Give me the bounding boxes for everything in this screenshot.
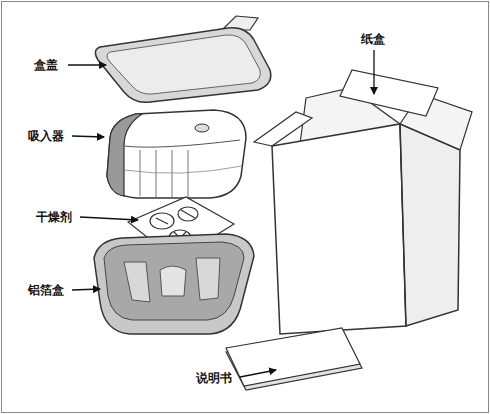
inhaler bbox=[107, 110, 246, 198]
part-label: 盒盖 bbox=[34, 58, 58, 72]
paper-box bbox=[254, 70, 472, 334]
part-label: 铝箔盒 bbox=[28, 283, 64, 297]
lid bbox=[95, 16, 270, 102]
part-label: 干燥剂 bbox=[36, 210, 72, 224]
part-label: 吸入器 bbox=[28, 129, 64, 143]
manual bbox=[226, 328, 362, 390]
foil-tray bbox=[94, 234, 254, 334]
part-label: 说明书 bbox=[196, 371, 232, 385]
part-label: 纸盒 bbox=[361, 32, 385, 46]
leader-arrows bbox=[68, 50, 374, 377]
